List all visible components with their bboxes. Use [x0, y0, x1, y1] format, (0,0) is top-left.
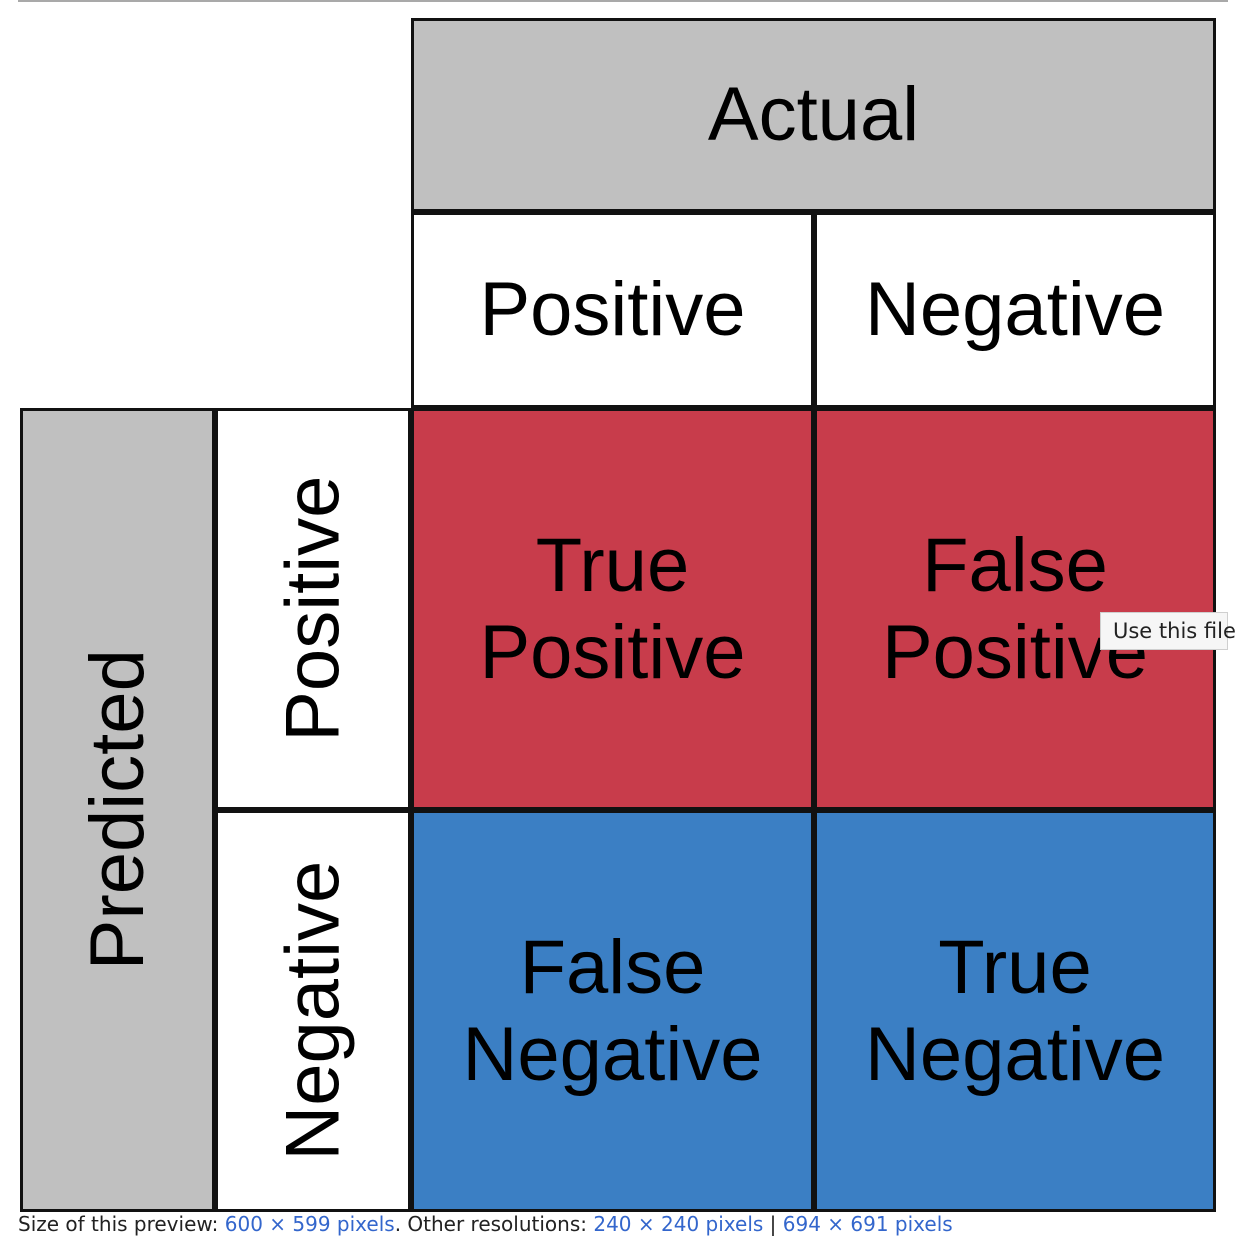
other-resolutions-label: . Other resolutions: — [394, 1212, 594, 1236]
predicted-header-label: Predicted — [74, 649, 160, 971]
actual-header: Actual — [411, 18, 1216, 212]
actual-positive-header: Positive — [411, 212, 814, 408]
false-positive-label: False Positive — [881, 522, 1149, 695]
true-positive-cell: True Positive — [411, 408, 814, 810]
preview-size-link[interactable]: 600 × 599 pixels — [224, 1212, 395, 1236]
false-positive-cell: False Positive — [814, 408, 1216, 810]
resolution-694-link[interactable]: 694 × 691 pixels — [782, 1212, 953, 1236]
actual-negative-header: Negative — [814, 212, 1216, 408]
resolution-separator: | — [763, 1212, 783, 1236]
false-negative-cell: False Negative — [411, 810, 814, 1212]
actual-negative-label: Negative — [865, 267, 1165, 353]
true-negative-label: True Negative — [865, 924, 1165, 1097]
false-negative-label: False Negative — [462, 924, 763, 1097]
predicted-positive-label: Positive — [270, 475, 356, 743]
predicted-negative-label: Negative — [270, 861, 356, 1161]
predicted-header: Predicted — [20, 408, 215, 1212]
predicted-negative-header: Negative — [215, 810, 411, 1212]
use-this-file-tooltip[interactable]: Use this file — [1100, 612, 1236, 650]
true-positive-label: True Positive — [479, 522, 746, 695]
predicted-positive-header: Positive — [215, 408, 411, 810]
actual-positive-label: Positive — [479, 267, 746, 353]
true-negative-cell: True Negative — [814, 810, 1216, 1212]
resolution-240-link[interactable]: 240 × 240 pixels — [593, 1212, 764, 1236]
top-divider — [18, 0, 1228, 2]
preview-size-caption: Size of this preview: 600 × 599 pixels. … — [18, 1213, 1228, 1235]
use-this-file-text: Use this file — [1113, 619, 1236, 643]
caption-prefix: Size of this preview: — [18, 1212, 225, 1236]
actual-header-label: Actual — [707, 72, 920, 158]
